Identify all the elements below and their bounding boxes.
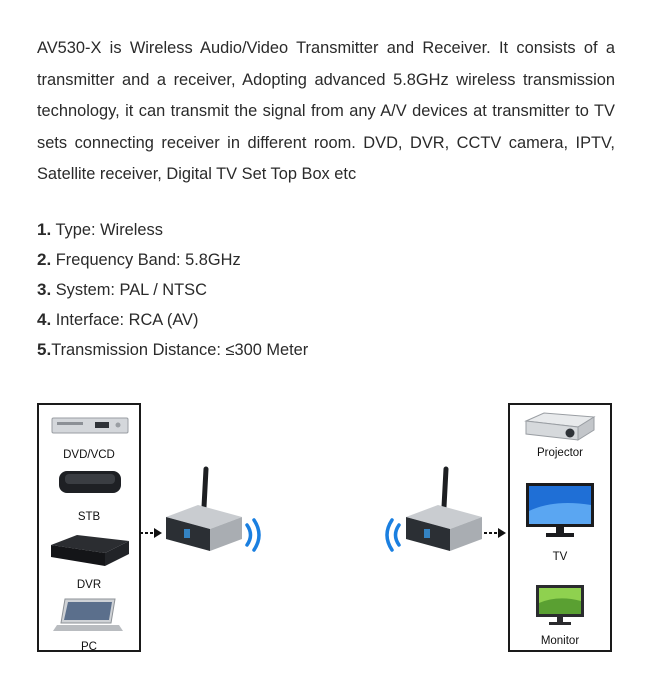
- wireless-signal-icon: [245, 518, 261, 552]
- spec-item: 2. Frequency Band: 5.8GHz: [37, 245, 308, 275]
- receiver-device-icon: [406, 466, 482, 551]
- spec-text: Type: Wireless: [51, 221, 163, 239]
- source-label-pc: PC: [81, 641, 97, 653]
- spec-item: 3. System: PAL / NTSC: [37, 275, 308, 305]
- connection-diagram: DVD/VCD STB DVR PC: [0, 395, 646, 694]
- spec-item: 1. Type: Wireless: [37, 215, 308, 245]
- display-label-tv: TV: [552, 551, 568, 563]
- spec-item: 4. Interface: RCA (AV): [37, 305, 308, 335]
- spec-item: 5.Transmission Distance: ≤300 Meter: [37, 335, 308, 365]
- wireless-signal-icon: [385, 518, 401, 552]
- monitor-icon: [536, 585, 584, 625]
- spec-text: System: PAL / NTSC: [51, 281, 207, 299]
- spec-text: Interface: RCA (AV): [51, 311, 199, 329]
- projector-icon: [524, 412, 596, 441]
- laptop-pc-icon: [53, 598, 123, 631]
- dvr-icon: [51, 535, 129, 566]
- spec-number: 2.: [37, 250, 52, 269]
- spec-number: 5.: [37, 340, 52, 359]
- spec-list: 1. Type: Wireless 2. Frequency Band: 5.8…: [37, 215, 308, 365]
- source-label-dvr: DVR: [76, 579, 102, 591]
- dvd-player-icon: [51, 417, 129, 434]
- spec-text: Transmission Distance: ≤300 Meter: [51, 341, 309, 359]
- arrow-right-icon: [140, 528, 162, 538]
- source-label-dvd: DVD/VCD: [63, 449, 115, 461]
- tv-icon: [526, 483, 594, 537]
- spec-number: 1.: [37, 220, 52, 239]
- source-devices-box: DVD/VCD STB DVR PC: [37, 403, 141, 653]
- spec-text: Frequency Band: 5.8GHz: [51, 251, 241, 269]
- spec-number: 4.: [37, 310, 52, 329]
- intro-paragraph: AV530-X is Wireless Audio/Video Transmit…: [37, 39, 615, 184]
- spec-number: 3.: [37, 280, 52, 299]
- display-devices-box: Projector TV Monitor: [508, 403, 612, 652]
- display-label-monitor: Monitor: [540, 635, 580, 647]
- transmitter-device-icon: [166, 466, 242, 551]
- source-label-stb: STB: [77, 511, 101, 523]
- display-label-projector: Projector: [536, 447, 584, 459]
- set-top-box-icon: [59, 471, 121, 493]
- arrow-right-icon: [484, 528, 506, 538]
